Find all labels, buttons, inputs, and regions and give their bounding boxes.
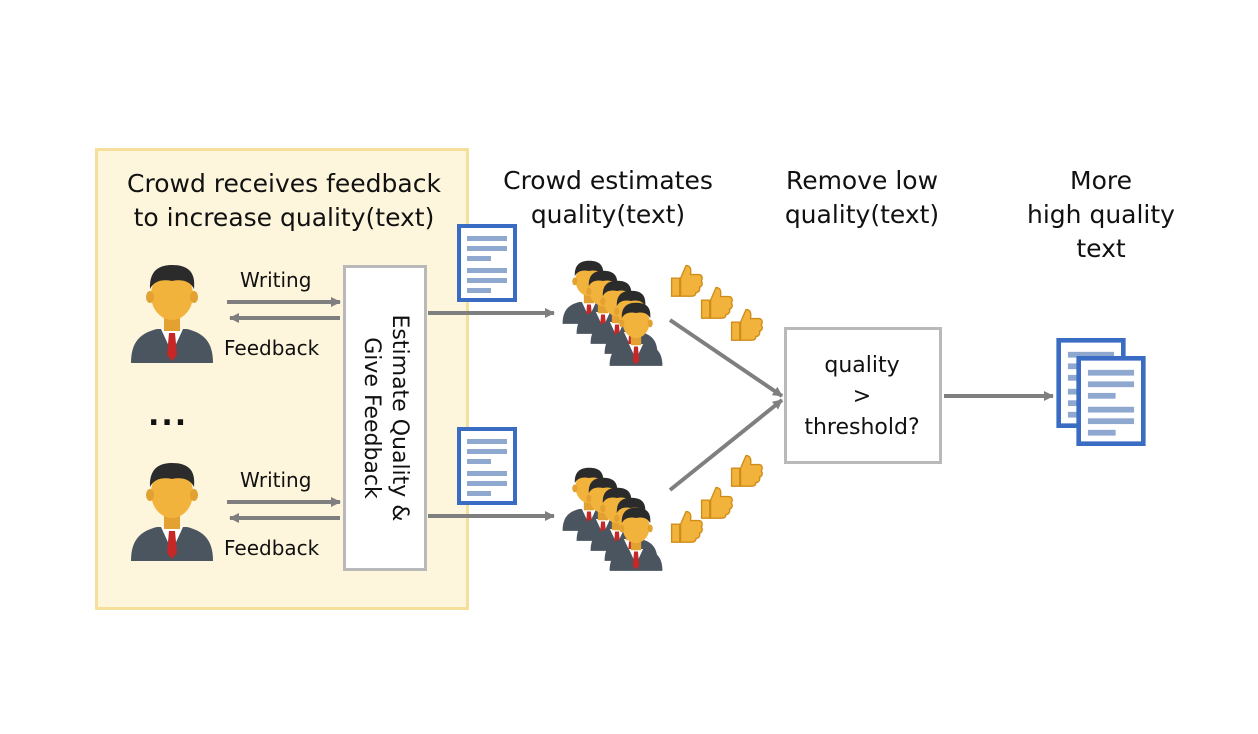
result-stage-title-line1: More [1070,166,1132,195]
writing-label-top: Writing [240,268,312,292]
estimate-stage-title-line1: Crowd estimates [503,166,713,195]
feedback-panel-title: Crowd receives feedback to increase qual… [100,167,468,235]
document-icon-top [457,224,517,302]
result-stage-title-line3: text [1076,234,1126,263]
threshold-label: quality > threshold? [786,350,938,443]
writing-label-bottom: Writing [240,468,312,492]
feedback-label-top: Feedback [224,336,320,360]
feedback-panel-title-line2: to increase quality(text) [133,203,435,232]
thumbs-up-icon-3 [730,308,763,341]
writer-person-icon-bottom [131,463,213,561]
result-stage-title-line2: high quality [1027,200,1175,229]
crowd-icon-bottom [562,467,663,571]
remove-stage-title-line1: Remove low [785,166,939,195]
threshold-box [784,327,942,464]
estimate-feedback-box [343,265,427,571]
thumbs-up-icon-1 [670,264,703,297]
threshold-line3: threshold? [804,415,920,440]
remove-stage-title: Remove low quality(text) [762,164,962,232]
feedback-panel-title-line1: Crowd receives feedback [127,169,441,198]
remove-stage-title-line2: quality(text) [784,200,940,229]
threshold-line2: > [852,384,872,409]
result-stage-title: More high quality text [1010,164,1192,266]
arrow-crowd-bottom-to-threshold [668,398,784,492]
crowd-icon-top [562,260,663,366]
writer-person-icon-top [131,265,213,363]
document-icon-bottom [457,427,517,505]
thumbs-up-icon-2 [700,286,733,319]
document-stack-icon [1059,340,1144,443]
thumbs-up-icon-6 [670,510,703,543]
estimate-stage-title-line2: quality(text) [530,200,686,229]
feedback-label-bottom: Feedback [224,536,320,560]
threshold-line1: quality [824,353,900,378]
estimate-stage-title: Crowd estimates quality(text) [488,164,728,232]
thumbs-up-icon-4 [730,454,763,487]
ellipsis: ... [148,398,189,433]
arrow-crowd-top-to-threshold [668,318,784,398]
thumbs-up-icon-5 [700,486,733,519]
